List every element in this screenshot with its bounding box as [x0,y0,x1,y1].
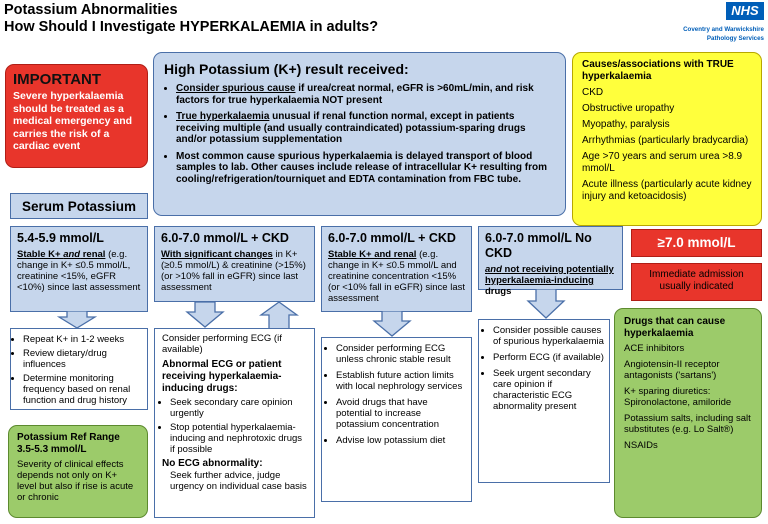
col2-normal-text: Seek further advice, judge urgency on in… [170,470,307,492]
cause-item: Myopathy, paralysis [582,119,670,130]
col1-actions: Repeat K+ in 1-2 weeks Review dietary/dr… [10,328,148,410]
cause-item: CKD [582,87,604,98]
serum-potassium-label: Serum Potassium [10,193,148,219]
action-item: Review dietary/drug influences [23,348,143,370]
col3-actions: Consider performing ECG unless chronic s… [321,337,472,502]
col4-title: 6.0-7.0 mmol/L No CKD [485,231,592,260]
col4-header: 6.0-7.0 mmol/L No CKD and not receiving … [478,226,623,297]
cause-item: Obstructive uropathy [582,103,675,114]
col3-down-arrow [372,311,412,337]
col2-actions: Consider performing ECG (if available) A… [154,328,315,518]
important-text: Severe hyperkalaemia should be treated a… [13,90,133,152]
important-box: IMPORTANT Severe hyperkalaemia should be… [5,64,148,168]
col2-down-arrow [185,302,225,328]
col1-subtitle: Stable K+ and renal (e.g. change in K+ ≤… [17,249,141,293]
col3-title: 6.0-7.0 mmol/L + CKD [328,231,456,245]
col5-action: Immediate admission usually indicated [631,263,762,301]
action-item: Consider possible causes of spurious hyp… [493,325,604,347]
high-result-bullet-3: Most common cause spurious hyperkalaemia… [176,151,555,186]
col1-down-arrow [57,311,97,329]
action-item: Seek secondary care opinion urgently [170,397,307,419]
high-result-box: High Potassium (K+) result received: Con… [153,52,566,216]
organisation-name: Coventry and Warwickshire Pathology Serv… [640,26,764,43]
causes-list: CKD Obstructive uropathy Myopathy, paral… [582,87,752,203]
drug-item: Potassium salts, including salt substitu… [624,412,751,436]
action-item: Perform ECG (if available) [493,352,604,363]
action-item: Determine monitoring frequency based on … [23,373,143,406]
col2-normal-heading: No ECG abnormality: [162,458,263,469]
ref-range-text: Severity of clinical effects depends not… [17,459,134,503]
title-line-2: How Should I Investigate HYPERKALAEMIA i… [4,19,379,35]
col2-subtitle: With significant changes in K+ (≥0.5 mmo… [161,249,306,293]
drug-item: Angiotensin-II receptor antagonists ('sa… [624,358,720,382]
col1-header: 5.4-5.9 mmol/L Stable K+ and renal (e.g.… [10,226,148,312]
causes-box: Causes/associations with TRUE hyperkalae… [572,52,762,226]
col2-header: 6.0-7.0 mmol/L + CKD With significant ch… [154,226,315,302]
col1-title: 5.4-5.9 mmol/L [17,231,104,245]
action-item: Consider performing ECG unless chronic s… [336,343,466,365]
org-line-1: Coventry and Warwickshire [683,26,764,33]
action-item: Establish future action limits with loca… [336,370,466,392]
col5-action-text: Immediate admission usually indicated [649,269,744,292]
serum-potassium-text: Serum Potassium [21,199,137,214]
drugs-heading: Drugs that can cause hyperkalaemia [624,316,726,339]
page-title: Potassium Abnormalities How Should I Inv… [4,2,378,36]
cause-item: Arrhythmias (particularly bradycardia) [582,135,749,146]
col2-abnormal-heading: Abnormal ECG or patient receiving hyperk… [162,359,282,394]
col5-header: ≥7.0 mmol/L [631,229,762,257]
action-item: Seek urgent secondary care opinion if ch… [493,368,604,412]
col4-actions: Consider possible causes of spurious hyp… [478,319,610,483]
drugs-box: Drugs that can cause hyperkalaemia ACE i… [614,308,762,518]
cause-item: Acute illness (particularly acute kidney… [582,179,752,202]
title-line-1: Potassium Abnormalities [4,2,178,18]
action-item: Repeat K+ in 1-2 weeks [23,334,143,345]
high-result-bullet-2: True hyperkalaemia unusual if renal func… [176,111,555,146]
org-line-2: Pathology Services [706,34,764,42]
action-item: Avoid drugs that have potential to incre… [336,397,466,430]
col3-subtitle: Stable K+ and renal (e.g. change in K+ ≤… [328,249,466,304]
ref-range-box: Potassium Ref Range 3.5-5.3 mmol/L Sever… [8,425,148,518]
causes-heading: Causes/associations with TRUE hyperkalae… [582,59,734,82]
col4-down-arrow [526,289,566,319]
drug-item: K+ sparing diuretics: Spironolactone, am… [624,385,732,409]
col3-header: 6.0-7.0 mmol/L + CKD Stable K+ and renal… [321,226,472,312]
drug-item: NSAIDs [624,439,658,451]
action-item: Stop potential hyperkalaemia-inducing an… [170,422,307,455]
action-item: Advise low potassium diet [336,435,466,446]
col5-title: ≥7.0 mmol/L [657,235,736,250]
high-result-heading: High Potassium (K+) result received: [164,61,409,77]
ref-range-heading: Potassium Ref Range 3.5-5.3 mmol/L [17,432,120,455]
nhs-logo: NHS [726,2,764,20]
cause-item: Age >70 years and serum urea >8.9 mmol/L [582,151,743,174]
col4-subtitle: and not receiving potentially hyperkalae… [485,264,614,297]
high-result-bullet-1: Consider spurious cause if urea/creat no… [176,83,555,106]
col2-action-ecg: Consider performing ECG (if available) [162,333,282,355]
drug-item: ACE inhibitors [624,343,685,354]
important-heading: IMPORTANT [13,71,102,88]
col2-title: 6.0-7.0 mmol/L + CKD [161,231,289,245]
